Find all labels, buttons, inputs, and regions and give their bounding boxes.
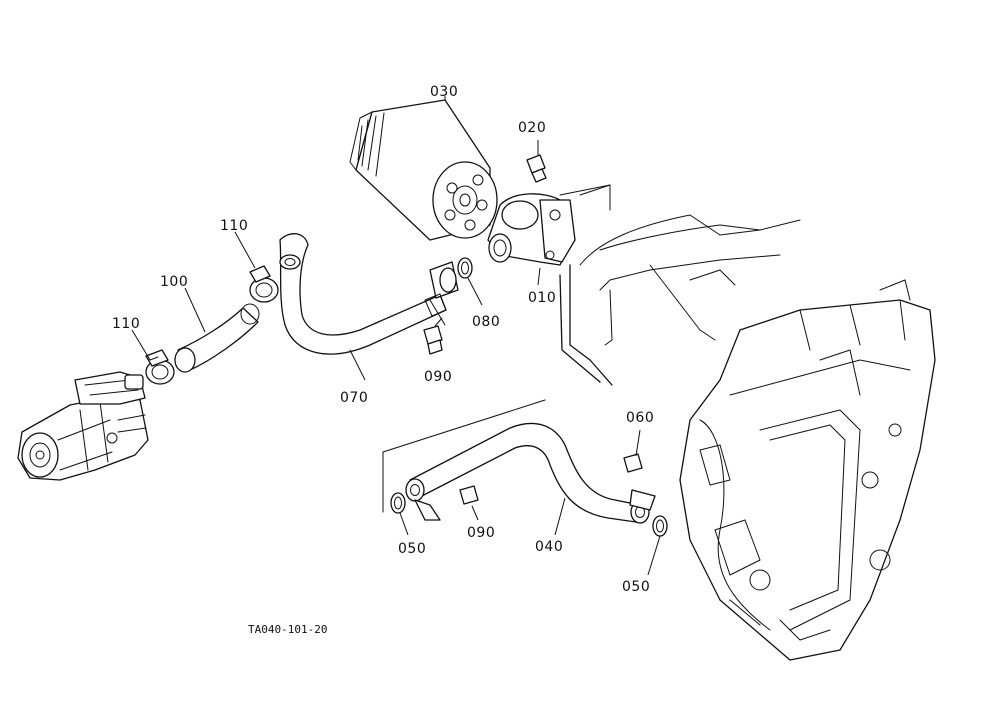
label-010: 010 [528, 290, 556, 306]
label-040: 040 [535, 539, 563, 555]
label-090-upper: 090 [424, 369, 452, 385]
o-ring-050-left [390, 492, 409, 536]
figure-code: TA040-101-20 [248, 623, 327, 636]
pipe-040 [405, 422, 656, 536]
label-070: 070 [340, 390, 368, 406]
label-110-lower: 110 [112, 316, 140, 332]
label-030: 030 [430, 84, 458, 100]
hose-clamp-lower [145, 349, 175, 385]
transmission-case [679, 279, 936, 661]
label-090-lower: 090 [467, 525, 495, 541]
bolt-060 [623, 429, 643, 473]
label-110-upper: 110 [220, 218, 248, 234]
assembly-reference-lines [382, 184, 611, 513]
filter-head-010 [487, 193, 576, 286]
bolt-020 [526, 140, 547, 183]
hose-clamp-upper [249, 265, 279, 303]
label-020: 020 [518, 120, 546, 136]
hydraulic-pump [17, 371, 149, 481]
hose-100 [174, 303, 260, 373]
oil-filter-030 [349, 96, 498, 241]
label-100: 100 [160, 274, 188, 290]
o-ring-050-right [647, 515, 668, 576]
label-080: 080 [472, 314, 500, 330]
label-050-left: 050 [398, 541, 426, 557]
label-leaders [131, 231, 256, 361]
fitting-bolt-upper [423, 317, 443, 355]
fitting-bolt-lower [459, 485, 479, 521]
o-ring-080 [457, 257, 483, 306]
pipe-070 [279, 233, 459, 381]
label-050-right: 050 [622, 579, 650, 595]
label-060: 060 [626, 410, 654, 426]
